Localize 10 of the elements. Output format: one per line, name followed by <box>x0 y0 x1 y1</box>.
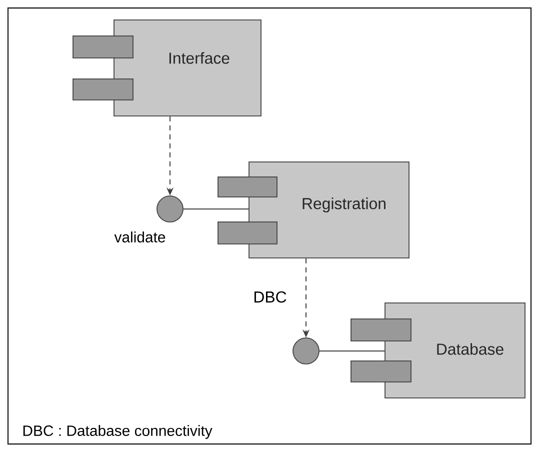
note-text: DBC : Database connectivity <box>23 425 212 439</box>
component-box: Database <box>350 302 526 398</box>
connector-line <box>318 350 386 352</box>
interface-label: validate <box>114 232 166 242</box>
component-box: Interface <box>72 20 262 116</box>
component-box: Registration <box>218 162 410 258</box>
edge-label: DBC <box>252 290 288 304</box>
interface-circle <box>156 196 184 222</box>
interface-circle <box>292 338 320 364</box>
connector-line <box>182 208 250 210</box>
